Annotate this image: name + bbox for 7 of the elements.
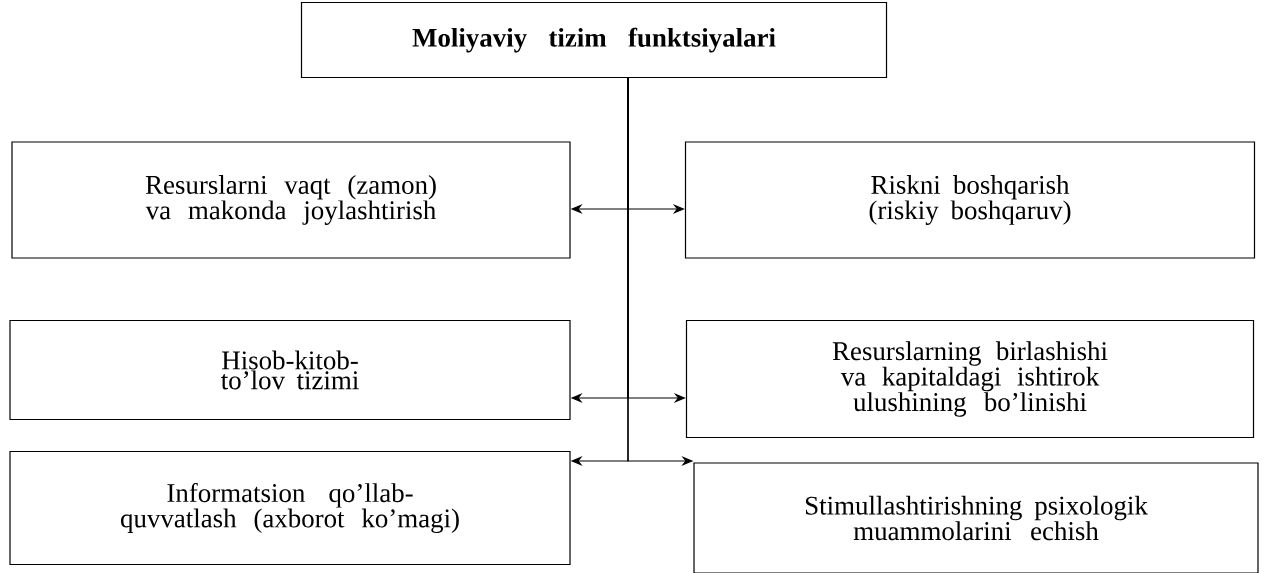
- function-box: Stimullashtirishning psixologik muammolarini echish: [693, 462, 1259, 573]
- title-box: Moliyaviy tizim funktsiyalari: [300, 1, 888, 79]
- function-box: Hisob-kitob-to’lov tizimi: [9, 319, 571, 421]
- function-box: Resurslarni vaqt (zamon) va makonda joylashtirish: [11, 141, 571, 259]
- function-box: Riskni boshqarish (riskiy boshqaruv): [684, 141, 1256, 259]
- function-box: Resurslarning birlashishi va kapitaldagi ishtirok ulushining bo’linishi: [685, 319, 1255, 439]
- function-box: Informatsion qo’llab-quvvatlash (axborot ko’magi): [9, 450, 571, 566]
